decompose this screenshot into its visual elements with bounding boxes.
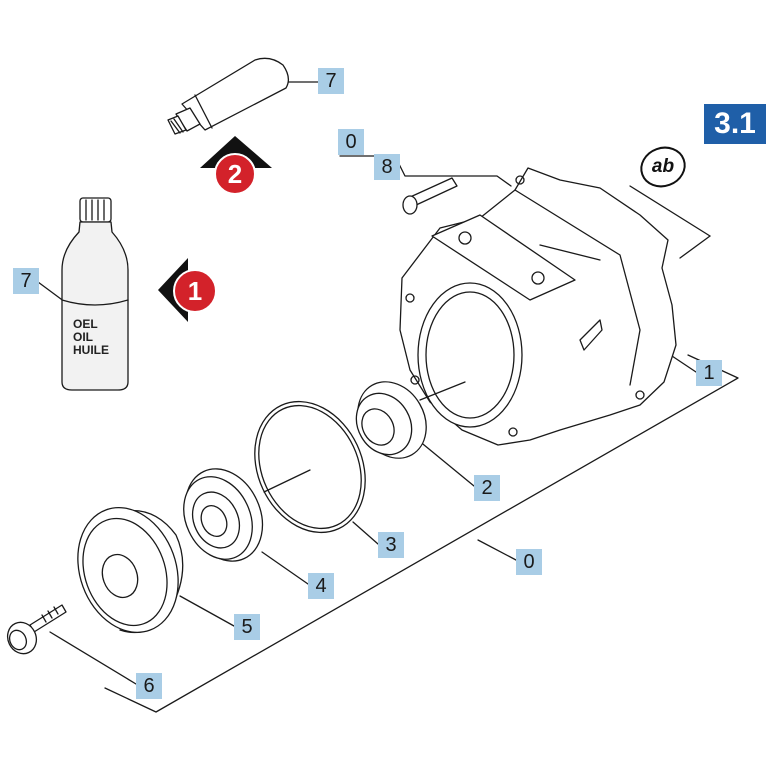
bottle-label-line3: HUILE [73,343,109,357]
callout-bearing-cover: 5 [234,614,260,640]
pump-housing [399,167,677,446]
section-badge: 3.1 [704,104,766,144]
callout-assembly-top: 0 [338,129,364,155]
leader-ab-b [679,235,711,259]
ab-label: ab [651,156,675,177]
callout-screw-top: 8 [374,154,400,180]
callout-shaft-seal: 2 [474,475,500,501]
o-ring [254,400,366,534]
leader-cover [179,595,235,627]
callout-ball-bearing: 4 [308,573,334,599]
callout-assembly-bottom: 0 [516,549,542,575]
oil-bottle [61,197,129,391]
step-1-indicator [158,258,217,322]
step-2-indicator [200,136,272,195]
callout-housing: 1 [696,360,722,386]
assembly-bracket-top [339,155,512,187]
leader-bottle [37,281,66,303]
bearing-cover [77,507,184,634]
ball-bearing [183,468,264,562]
callout-screw-bottom: 6 [136,673,162,699]
callout-bottle-oil: 7 [13,268,39,294]
screw-top [402,177,458,215]
bottle-label-line1: OEL [73,317,98,331]
callout-o-ring: 3 [378,532,404,558]
ab-symbol [640,146,686,188]
step-1-number: 1 [187,276,203,306]
leader-oring [352,521,379,545]
callout-tube-grease: 7 [318,68,344,94]
screw-bottom [6,604,67,655]
grease-tube [167,57,290,135]
leader-ab [629,185,711,237]
leader-seal [417,439,475,487]
leader-assembly-bottom [477,539,517,561]
leader-bearing [261,551,309,585]
bottle-label-line2: OIL [73,330,93,344]
leader-screw [49,631,137,685]
step-2-number: 2 [227,159,243,189]
shaft-seal [355,381,427,459]
